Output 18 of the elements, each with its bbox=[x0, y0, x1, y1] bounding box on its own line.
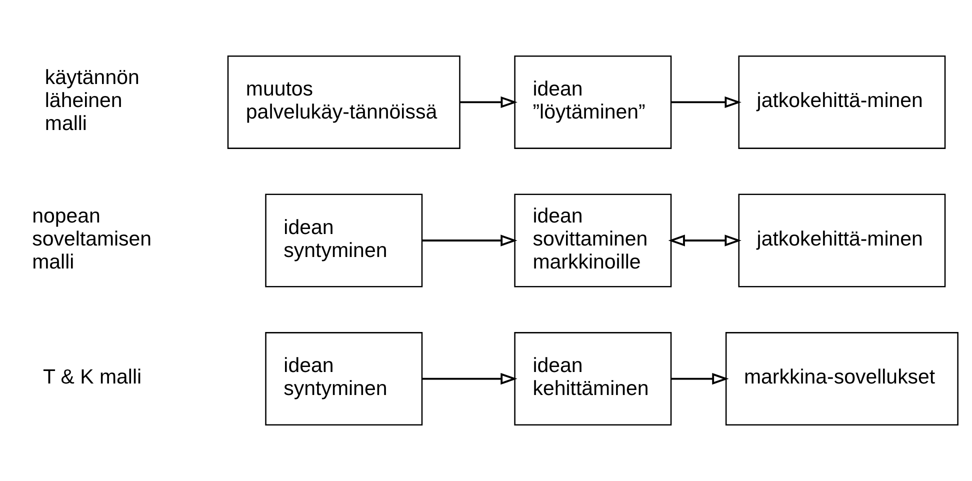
node-box: idean syntyminen bbox=[265, 332, 423, 426]
node-box: markkina-sovellukset bbox=[725, 332, 958, 426]
label: T & K malli bbox=[42, 366, 142, 389]
arrow bbox=[422, 372, 518, 385]
node-box: idean kehittäminen bbox=[514, 332, 672, 426]
label: nopean soveltamisen malli bbox=[32, 204, 152, 274]
node-box: idean syntyminen bbox=[265, 194, 423, 288]
arrow bbox=[668, 234, 742, 246]
label: käytännön läheinen malli bbox=[44, 66, 140, 136]
node-box: idean sovittaminen markkinoille bbox=[514, 194, 672, 288]
node-box: idean ”löytäminen” bbox=[514, 55, 672, 149]
arrow bbox=[671, 96, 742, 108]
arrow bbox=[460, 96, 518, 108]
arrow bbox=[671, 372, 729, 385]
node-box: jatkokehittä-minen bbox=[738, 194, 946, 288]
node-box: muutos palvelukäy-tännöissä bbox=[227, 55, 460, 149]
arrow bbox=[422, 234, 518, 246]
node-box: jatkokehittä-minen bbox=[738, 55, 946, 149]
